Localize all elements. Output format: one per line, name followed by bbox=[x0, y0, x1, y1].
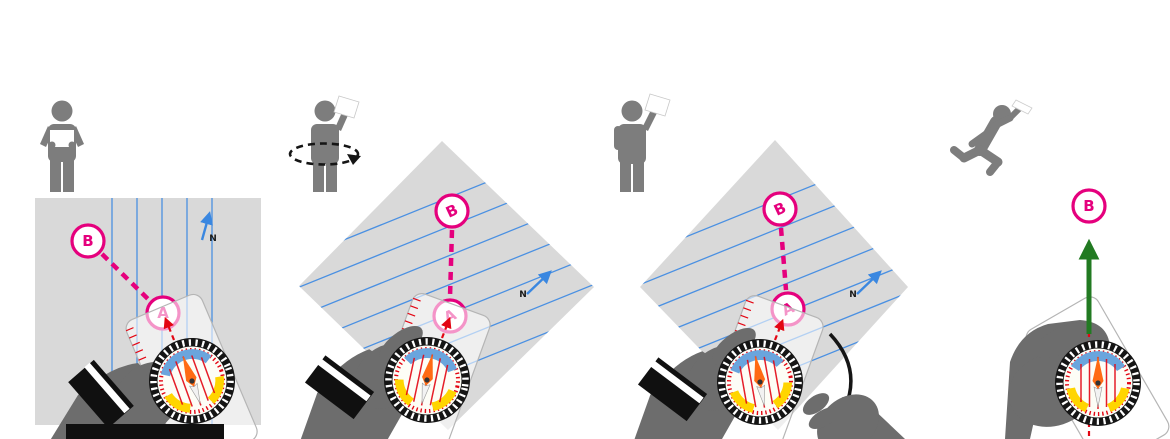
panel-step-4: B bbox=[950, 99, 1170, 439]
sleeve-bar bbox=[66, 424, 224, 439]
compass-dial-icon bbox=[1055, 340, 1141, 426]
point-b-marker: B bbox=[762, 191, 798, 227]
north-arrow-icon: N bbox=[849, 270, 882, 300]
map bbox=[640, 140, 908, 430]
direction-of-travel-line bbox=[773, 318, 785, 341]
route-line bbox=[447, 229, 455, 298]
panel-step-2: B A N bbox=[244, 95, 594, 439]
runner-icon bbox=[950, 99, 1033, 176]
rotation-arrow-icon bbox=[288, 142, 361, 166]
north-label: N bbox=[209, 234, 217, 244]
direction-of-travel-line bbox=[440, 316, 452, 339]
route-line bbox=[100, 252, 151, 302]
north-arrow-icon: N bbox=[519, 270, 552, 300]
person-holding-map-icon bbox=[614, 93, 671, 192]
person-reading-map-icon bbox=[40, 100, 84, 192]
map-sheet-icon bbox=[50, 130, 74, 147]
map-sheet-icon bbox=[1011, 99, 1033, 115]
point-b-marker: B bbox=[70, 223, 106, 259]
person-turning-icon bbox=[288, 95, 361, 192]
point-b-label: B bbox=[1083, 197, 1094, 215]
direction-of-travel-line bbox=[163, 316, 176, 341]
turning-hand-icon bbox=[802, 393, 905, 439]
north-label: N bbox=[849, 290, 857, 300]
point-b-marker: B bbox=[1071, 188, 1107, 224]
map-sheet-icon bbox=[333, 95, 360, 119]
point-b-marker: B bbox=[434, 193, 470, 229]
map-sheet-icon bbox=[644, 93, 671, 117]
panel-step-1: N B A bbox=[14, 100, 261, 439]
north-label: N bbox=[519, 290, 527, 300]
point-b-label: B bbox=[82, 232, 93, 250]
north-arrow-icon: N bbox=[200, 211, 217, 244]
route-line bbox=[778, 227, 789, 291]
panel-step-3: B A N bbox=[577, 93, 908, 439]
